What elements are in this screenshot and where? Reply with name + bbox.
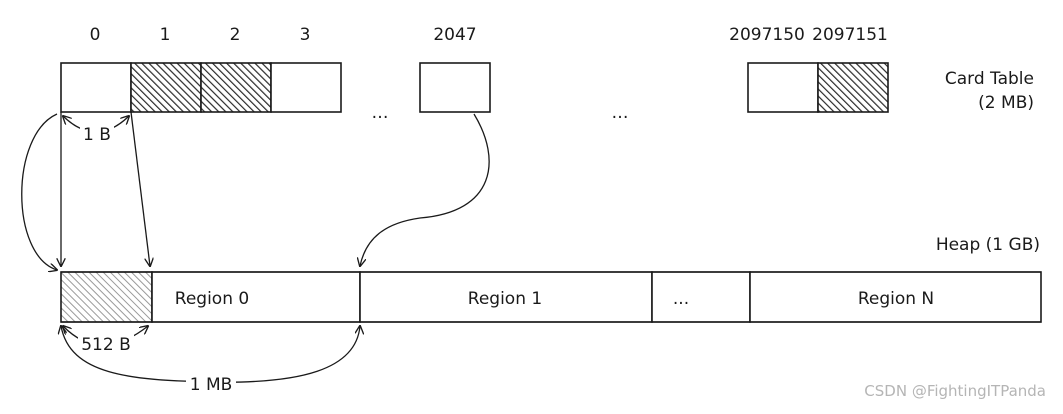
- card-ellipsis-right: …: [612, 103, 629, 123]
- region-ellipsis-label: ...: [673, 289, 689, 309]
- card-index-2097150: 2097150: [729, 25, 805, 45]
- card-cell-3: [270, 62, 342, 113]
- card-index-3: 3: [300, 25, 311, 45]
- card-index-2047: 2047: [433, 25, 476, 45]
- card-cell-1-dirty: [130, 62, 202, 113]
- card0-loop-arrow: [21, 113, 57, 270]
- card0-end-arrow: [130, 111, 150, 266]
- card-ellipsis-left: …: [372, 103, 389, 123]
- region-0-label: Region 0: [175, 289, 249, 309]
- heap-label: Heap (1 GB): [936, 235, 1040, 255]
- region-size-label: 1 MB: [190, 375, 233, 395]
- card-index-2: 2: [230, 25, 241, 45]
- card-index-2097151: 2097151: [812, 25, 888, 45]
- heap-region-1: [359, 271, 653, 323]
- card-cell-2097150: [747, 62, 819, 113]
- region-1-label: Region 1: [468, 289, 542, 309]
- region-size-label-bg: [186, 374, 236, 394]
- card-size-label-bg: [80, 124, 114, 144]
- card-coverage-label: 512 B: [81, 335, 131, 355]
- card-index-0: 0: [90, 25, 101, 45]
- watermark: CSDN @FightingITPanda: [864, 382, 1046, 400]
- card-cell-2047: [419, 62, 491, 113]
- region-n-label: Region N: [858, 289, 934, 309]
- card-cell-0: [60, 62, 132, 113]
- heap-region-0: [151, 271, 361, 323]
- card-index-1: 1: [160, 25, 171, 45]
- card-cell-2097151-dirty: [817, 62, 889, 113]
- card-coverage-block: [60, 271, 153, 323]
- card2047-arrow: [360, 113, 490, 266]
- card-table-size-label: (2 MB): [978, 93, 1034, 113]
- card-cell-2-dirty: [200, 62, 272, 113]
- card-coverage-label-bg: [78, 334, 134, 354]
- card-table-label: Card Table: [945, 69, 1034, 89]
- heap-region-ellipsis: [651, 271, 751, 323]
- card-size-label: 1 B: [83, 125, 111, 145]
